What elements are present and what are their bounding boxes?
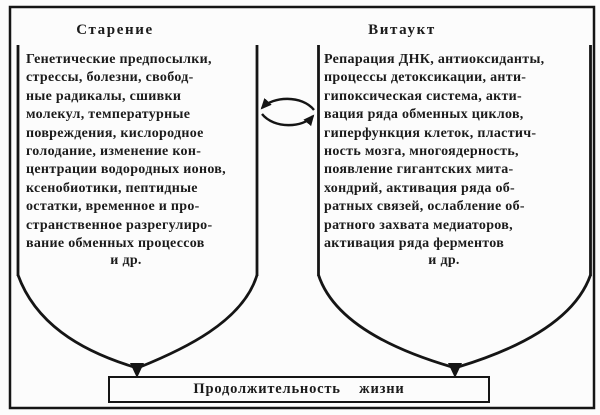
right-column-etc: и др. [428, 253, 460, 268]
left-funnel-outer-curve [16, 274, 135, 369]
left-column-etc: и др. [110, 253, 142, 268]
cycle-arrow-bottom-icon [261, 113, 315, 127]
right-column-title: Витаукт [368, 22, 436, 38]
left-down-arrowhead-icon [130, 363, 144, 378]
left-column-title: Старение [76, 22, 154, 38]
cycle-arrow-top-icon [260, 97, 315, 111]
left-column-text: Генетические предпосылки, стрессы, болез… [26, 52, 226, 252]
outer-frame [8, 5, 596, 410]
right-funnel-outer-curve [457, 274, 592, 369]
right-column-text: Репарация ДНК, антиоксиданты, процессы д… [324, 52, 545, 252]
left-funnel-inner-curve [139, 274, 259, 369]
right-down-arrowhead-icon [448, 363, 462, 378]
lifespan-box: Продолжительность жизни [108, 376, 490, 403]
right-funnel-inner-curve [317, 274, 453, 369]
lifespan-box-label: Продолжительность жизни [193, 381, 405, 397]
